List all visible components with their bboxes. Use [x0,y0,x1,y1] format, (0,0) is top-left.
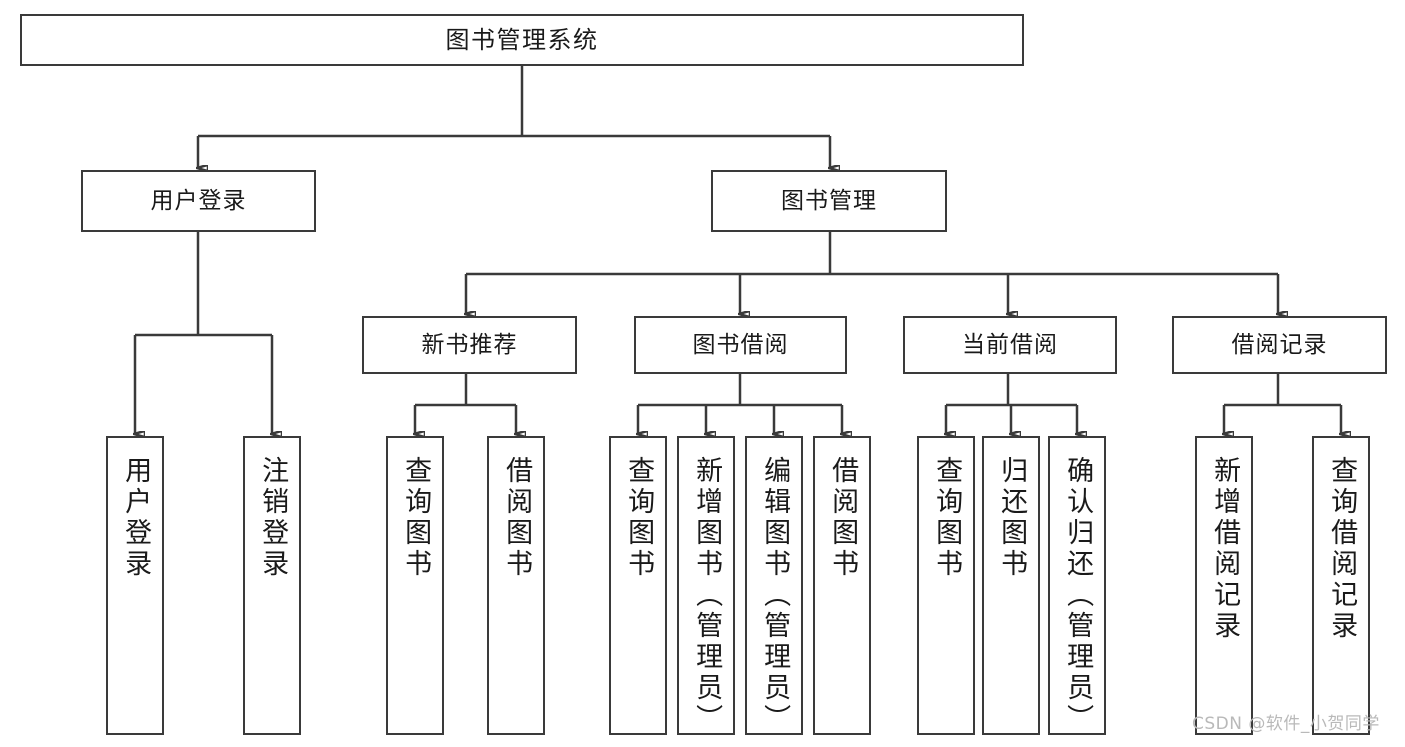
leaf-user-login[interactable]: 用户登录 [106,436,164,735]
leaf-borrow-book-recommend[interactable]: 借阅图书 [487,436,545,735]
node-label: 借阅图书 [501,456,533,580]
leaf-query-book-recommend[interactable]: 查询图书 [386,436,444,735]
node-root-library-system[interactable]: 图书管理系统 [20,14,1024,66]
leaf-return-book[interactable]: 归还图书 [982,436,1040,735]
node-label: 归还图书 [996,456,1028,580]
node-label: 借阅记录 [1231,331,1328,358]
node-book-borrow[interactable]: 图书借阅 [634,316,847,374]
node-label: 查询借阅记录 [1326,456,1358,642]
node-label: 查询图书 [400,456,432,580]
node-label: 新增图书（管理员） [691,456,723,735]
node-borrow-record[interactable]: 借阅记录 [1172,316,1387,374]
node-label: 注销登录 [257,456,289,580]
node-label: 新增借阅记录 [1209,456,1241,642]
node-label: 查询图书 [931,456,963,580]
node-label: 借阅图书 [827,456,859,580]
leaf-logout[interactable]: 注销登录 [243,436,301,735]
node-label: 编辑图书（管理员） [759,456,791,735]
leaf-query-book-borrow[interactable]: 查询图书 [609,436,667,735]
node-label: 用户登录 [150,187,247,214]
leaf-add-borrow-record[interactable]: 新增借阅记录 [1195,436,1253,735]
node-label: 新书推荐 [421,331,518,358]
node-new-book-recommend[interactable]: 新书推荐 [362,316,577,374]
node-user-login[interactable]: 用户登录 [81,170,316,232]
leaf-confirm-return-admin[interactable]: 确认归还（管理员） [1048,436,1106,735]
node-book-management[interactable]: 图书管理 [711,170,947,232]
node-label: 图书管理 [781,187,877,214]
node-label: 确认归还（管理员） [1062,456,1094,735]
leaf-query-book-current[interactable]: 查询图书 [917,436,975,735]
node-label: 查询图书 [623,456,655,580]
leaf-query-borrow-record[interactable]: 查询借阅记录 [1312,436,1370,735]
leaf-borrow-book[interactable]: 借阅图书 [813,436,871,735]
node-label: 图书借阅 [692,331,789,358]
node-current-borrow[interactable]: 当前借阅 [903,316,1117,374]
node-label: 图书管理系统 [445,26,599,54]
leaf-add-book-admin[interactable]: 新增图书（管理员） [677,436,735,735]
node-label: 用户登录 [120,456,152,580]
leaf-edit-book-admin[interactable]: 编辑图书（管理员） [745,436,803,735]
node-label: 当前借阅 [962,331,1058,358]
